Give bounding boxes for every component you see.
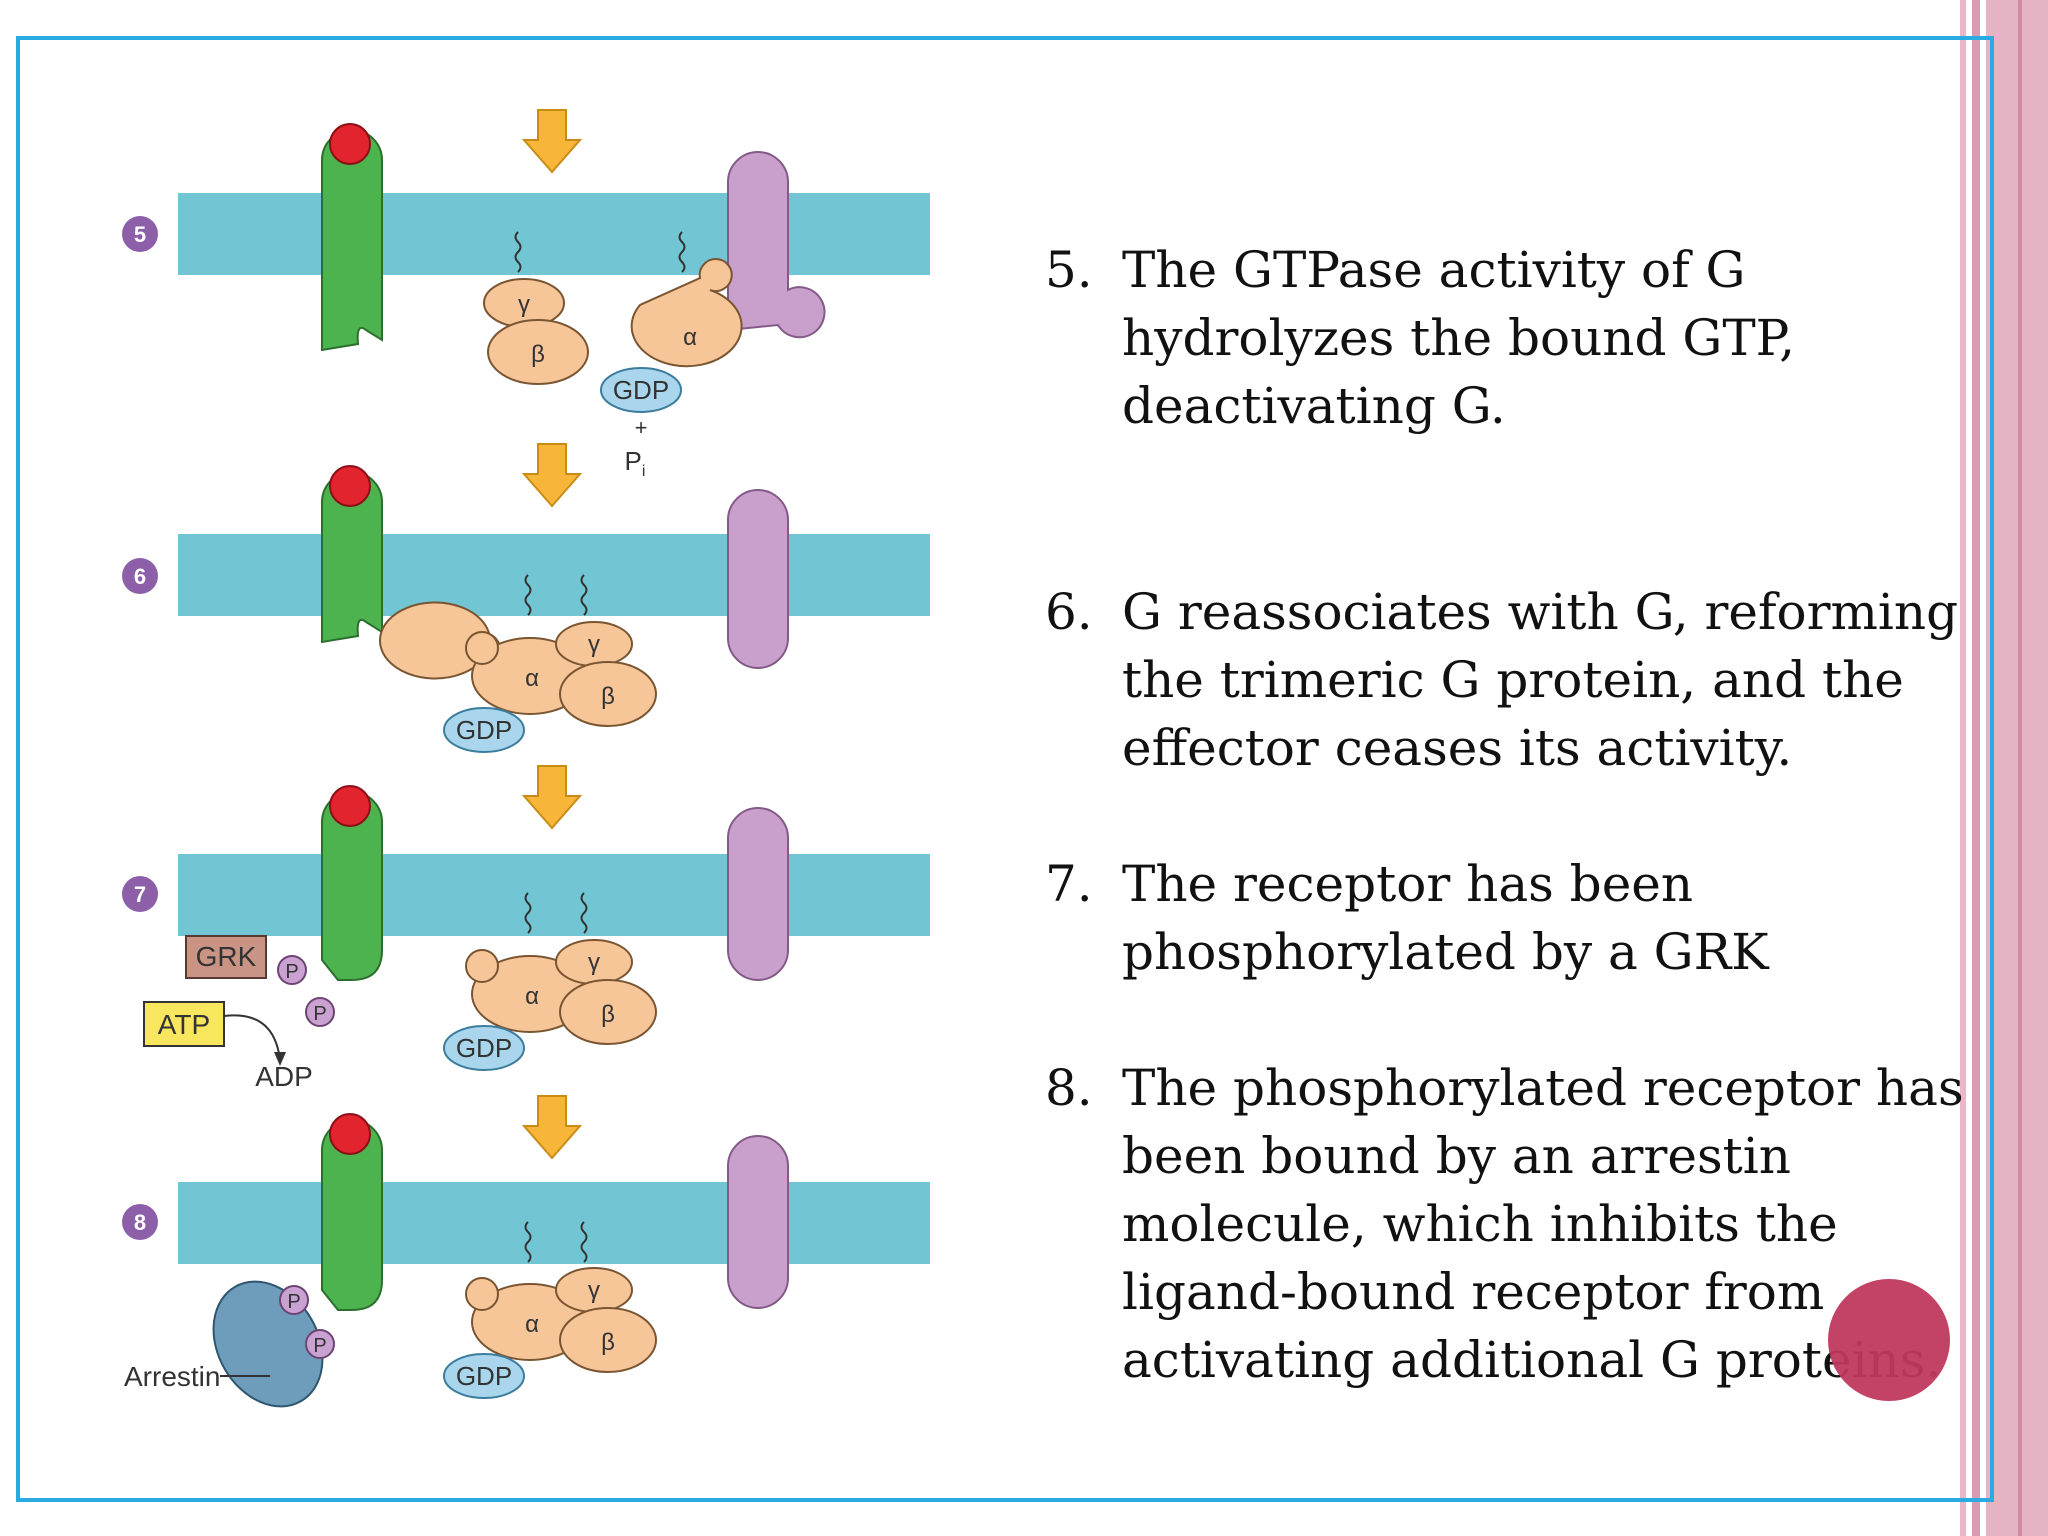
step-badge bbox=[122, 876, 158, 912]
phosphate-label: P bbox=[313, 1003, 326, 1025]
step-number: 5. bbox=[1045, 241, 1093, 299]
down-arrow-icon bbox=[523, 109, 581, 173]
step-badge bbox=[122, 558, 158, 594]
panel-step-5: 5 γ β α GDP + Pi bbox=[122, 109, 930, 480]
panel-step-8: 8 Arrestin P P α γ β GDP bbox=[122, 1113, 930, 1408]
ligand bbox=[329, 465, 371, 507]
phosphate-group bbox=[277, 955, 307, 985]
ligand bbox=[329, 123, 371, 165]
ligand bbox=[329, 1113, 371, 1155]
alpha-subunit-lobe bbox=[465, 949, 499, 983]
decor-stripe bbox=[1986, 0, 2048, 1536]
phosphate-group bbox=[305, 997, 335, 1027]
gdp-label: GDP bbox=[456, 715, 512, 745]
effector bbox=[727, 1135, 789, 1309]
beta-subunit bbox=[559, 661, 657, 727]
step-number: 7. bbox=[1045, 855, 1093, 913]
down-arrow-icon bbox=[523, 443, 581, 507]
effector bbox=[727, 489, 789, 669]
gdp-molecule bbox=[600, 367, 682, 413]
step-number: 6. bbox=[1045, 583, 1093, 641]
gdp-label: GDP bbox=[456, 1361, 512, 1391]
beta-label: β bbox=[601, 683, 615, 710]
phosphate-pi: Pi bbox=[625, 446, 646, 480]
down-arrow-icon bbox=[523, 765, 581, 829]
reaction-arrowhead bbox=[274, 1052, 286, 1066]
membrane bbox=[178, 1182, 930, 1264]
alpha-label: α bbox=[525, 665, 539, 692]
gdp-molecule bbox=[443, 1353, 525, 1399]
step-text: The phosphorylated receptor has been bou… bbox=[1122, 1059, 1964, 1389]
step-text: G reassociates with G, reforming the tri… bbox=[1122, 583, 1959, 777]
decorative-circle bbox=[1828, 1279, 1950, 1401]
phosphate-label: P bbox=[313, 1335, 326, 1357]
membrane bbox=[178, 534, 930, 616]
ligand bbox=[329, 785, 371, 827]
beta-subunit bbox=[559, 979, 657, 1045]
g-protein-cycle-diagram: 5 γ β α GDP + Pi 6 α bbox=[122, 109, 930, 1408]
atp-label: ATP bbox=[158, 1009, 210, 1040]
atp-box bbox=[143, 1001, 225, 1047]
decor-stripe bbox=[1960, 0, 1966, 1536]
alpha-subunit-lobe bbox=[465, 1277, 499, 1311]
gamma-label: γ bbox=[588, 631, 600, 658]
beta-subunit bbox=[487, 319, 589, 385]
beta-label: β bbox=[601, 1001, 615, 1028]
panel-step-6: 6 α γ β GDP bbox=[122, 465, 930, 753]
alpha-subunit bbox=[630, 258, 743, 368]
down-arrow-icon bbox=[523, 1095, 581, 1159]
gamma-label: γ bbox=[588, 1277, 600, 1304]
phosphate-label: P bbox=[285, 961, 298, 983]
step-number: 8. bbox=[1045, 1059, 1093, 1117]
grk-label: GRK bbox=[196, 941, 257, 972]
step-badge-label: 6 bbox=[134, 564, 146, 589]
alpha-label: α bbox=[683, 324, 697, 351]
step-text: The receptor has been phosphorylated by … bbox=[1122, 855, 1769, 981]
phosphate-group bbox=[305, 1329, 335, 1359]
gamma-label: γ bbox=[588, 949, 600, 976]
alpha-label: α bbox=[525, 1311, 539, 1338]
decor-stripe bbox=[2018, 0, 2022, 1536]
step-badge bbox=[122, 216, 158, 252]
phosphate-label: P bbox=[287, 1291, 300, 1313]
gdp-label: GDP bbox=[613, 375, 669, 405]
step-badge-label: 8 bbox=[134, 1210, 146, 1235]
slide-frame bbox=[16, 36, 1994, 1502]
effector bbox=[727, 807, 789, 981]
decor-stripe bbox=[1972, 0, 1980, 1536]
effector bbox=[727, 151, 826, 339]
gdp-molecule bbox=[443, 707, 525, 753]
step-badge-label: 7 bbox=[134, 882, 146, 907]
step-text: The GTPase activity of G hydrolyzes the … bbox=[1122, 241, 1796, 435]
step-badge-label: 5 bbox=[134, 222, 146, 247]
plus-sign: + bbox=[635, 415, 648, 440]
gdp-label: GDP bbox=[456, 1033, 512, 1063]
phosphate-group bbox=[279, 1285, 309, 1315]
step-badge bbox=[122, 1204, 158, 1240]
membrane bbox=[178, 193, 930, 275]
alpha-subunit-lobe bbox=[465, 631, 499, 665]
gdp-molecule bbox=[443, 1025, 525, 1071]
reaction-arrow bbox=[223, 1014, 281, 1061]
beta-label: β bbox=[531, 341, 545, 368]
arrestin-label: Arrestin bbox=[124, 1361, 220, 1392]
beta-subunit bbox=[559, 1307, 657, 1373]
membrane bbox=[178, 854, 930, 936]
beta-label: β bbox=[601, 1329, 615, 1356]
gamma-label: γ bbox=[518, 291, 530, 318]
panel-step-7: 7 GRK ATP ADP P P α γ β GDP bbox=[122, 785, 930, 1092]
alpha-label: α bbox=[525, 983, 539, 1010]
grk-enzyme bbox=[185, 935, 267, 979]
adp-label: ADP bbox=[255, 1061, 313, 1092]
